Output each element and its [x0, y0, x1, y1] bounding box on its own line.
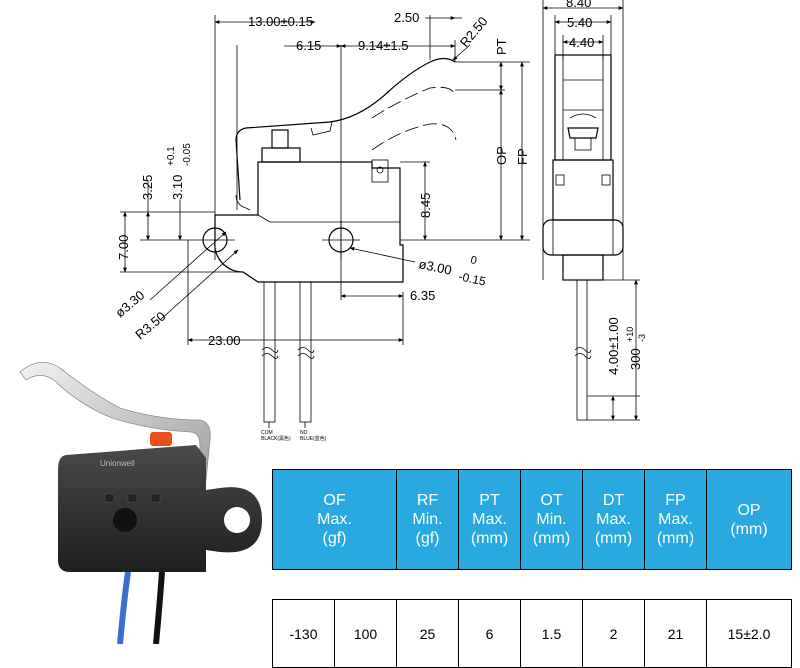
- spec-table: OF Max. (gf) RF Min. (gf) PT Max. (mm) O…: [272, 469, 792, 668]
- value-dt: 2: [582, 599, 645, 668]
- dim-8-45: 8.45: [418, 193, 433, 218]
- header-rf: RF Min. (gf): [396, 469, 459, 570]
- header-op: OP (mm): [706, 469, 792, 570]
- header-of: OF Max. (gf): [272, 469, 397, 570]
- dim-3-10-upper: +0.1: [166, 146, 177, 166]
- header-fp: FP Max. (mm): [644, 469, 707, 570]
- header-dt: DT Max. (mm): [582, 469, 645, 570]
- blue-wire: [117, 571, 131, 644]
- value-ot: 1.5: [520, 599, 583, 668]
- wire-no-label: NO: [300, 430, 308, 436]
- label-pt: PT: [494, 38, 509, 55]
- dim-300: 300: [628, 348, 643, 370]
- label-op: OP: [494, 146, 509, 165]
- dim-hole-upper: 0: [469, 254, 477, 267]
- dim-8-40: 8.40: [566, 0, 591, 10]
- product-photo: Unionwell: [19, 362, 262, 644]
- dim-3-10: 3.10: [170, 175, 185, 200]
- dim-6-15: 6.15: [296, 38, 321, 53]
- dim-7-00: 7.00: [116, 235, 131, 260]
- label-fp: FP: [515, 148, 530, 165]
- dim-23-00: 23.00: [208, 333, 241, 348]
- value-rf: 25: [396, 599, 459, 668]
- dim-r3-50: R3.50: [132, 309, 168, 343]
- plunger-photo: [150, 432, 172, 446]
- side-view: [542, 0, 640, 421]
- brand-label: Unionwell: [100, 459, 135, 468]
- wire-no-color: BLUE(蓝色): [300, 435, 327, 442]
- dim-6-35: 6.35: [410, 288, 435, 303]
- dim-9-14: 9.14±1.5: [358, 38, 409, 53]
- dim-300-upper: +10: [625, 327, 635, 342]
- dim-2-50: 2.50: [394, 10, 419, 25]
- dim-13: 13.00±0.15: [248, 14, 313, 29]
- value-op: 15±2.0: [706, 599, 792, 668]
- dimension-labels: 13.00±0.15 2.50 R2.50 6.15 9.14±1.5 PT O…: [112, 0, 647, 442]
- dim-3-10-lower: -0.05: [182, 143, 193, 166]
- front-view: [120, 15, 530, 428]
- table-spacer: [272, 569, 792, 600]
- value-of-min: -130: [272, 599, 335, 668]
- wire-com-label: COM: [261, 430, 273, 436]
- header-pt: PT Max. (mm): [458, 469, 521, 570]
- dim-r2-50: R2.50: [457, 14, 491, 50]
- header-ot: OT Min. (mm): [520, 469, 583, 570]
- wire-com-color: BLACK(黑色): [261, 435, 291, 442]
- value-pt: 6: [458, 599, 521, 668]
- dim-5-40: 5.40: [567, 15, 592, 30]
- technical-drawing: 13.00±0.15 2.50 R2.50 6.15 9.14±1.5 PT O…: [19, 0, 647, 644]
- dim-phi-3-30: ø3.30: [112, 287, 147, 320]
- dim-4-00: 4.00±1.00: [606, 317, 621, 375]
- dim-3-25: 3.25: [140, 175, 155, 200]
- dim-4-40: 4.40: [569, 35, 594, 50]
- value-of-max: 100: [334, 599, 397, 668]
- dim-hole: ø3.00: [417, 256, 453, 278]
- value-fp: 21: [644, 599, 707, 668]
- dim-300-lower: -3: [637, 334, 647, 342]
- dim-hole-lower: -0.15: [457, 269, 487, 288]
- black-wire: [153, 571, 165, 644]
